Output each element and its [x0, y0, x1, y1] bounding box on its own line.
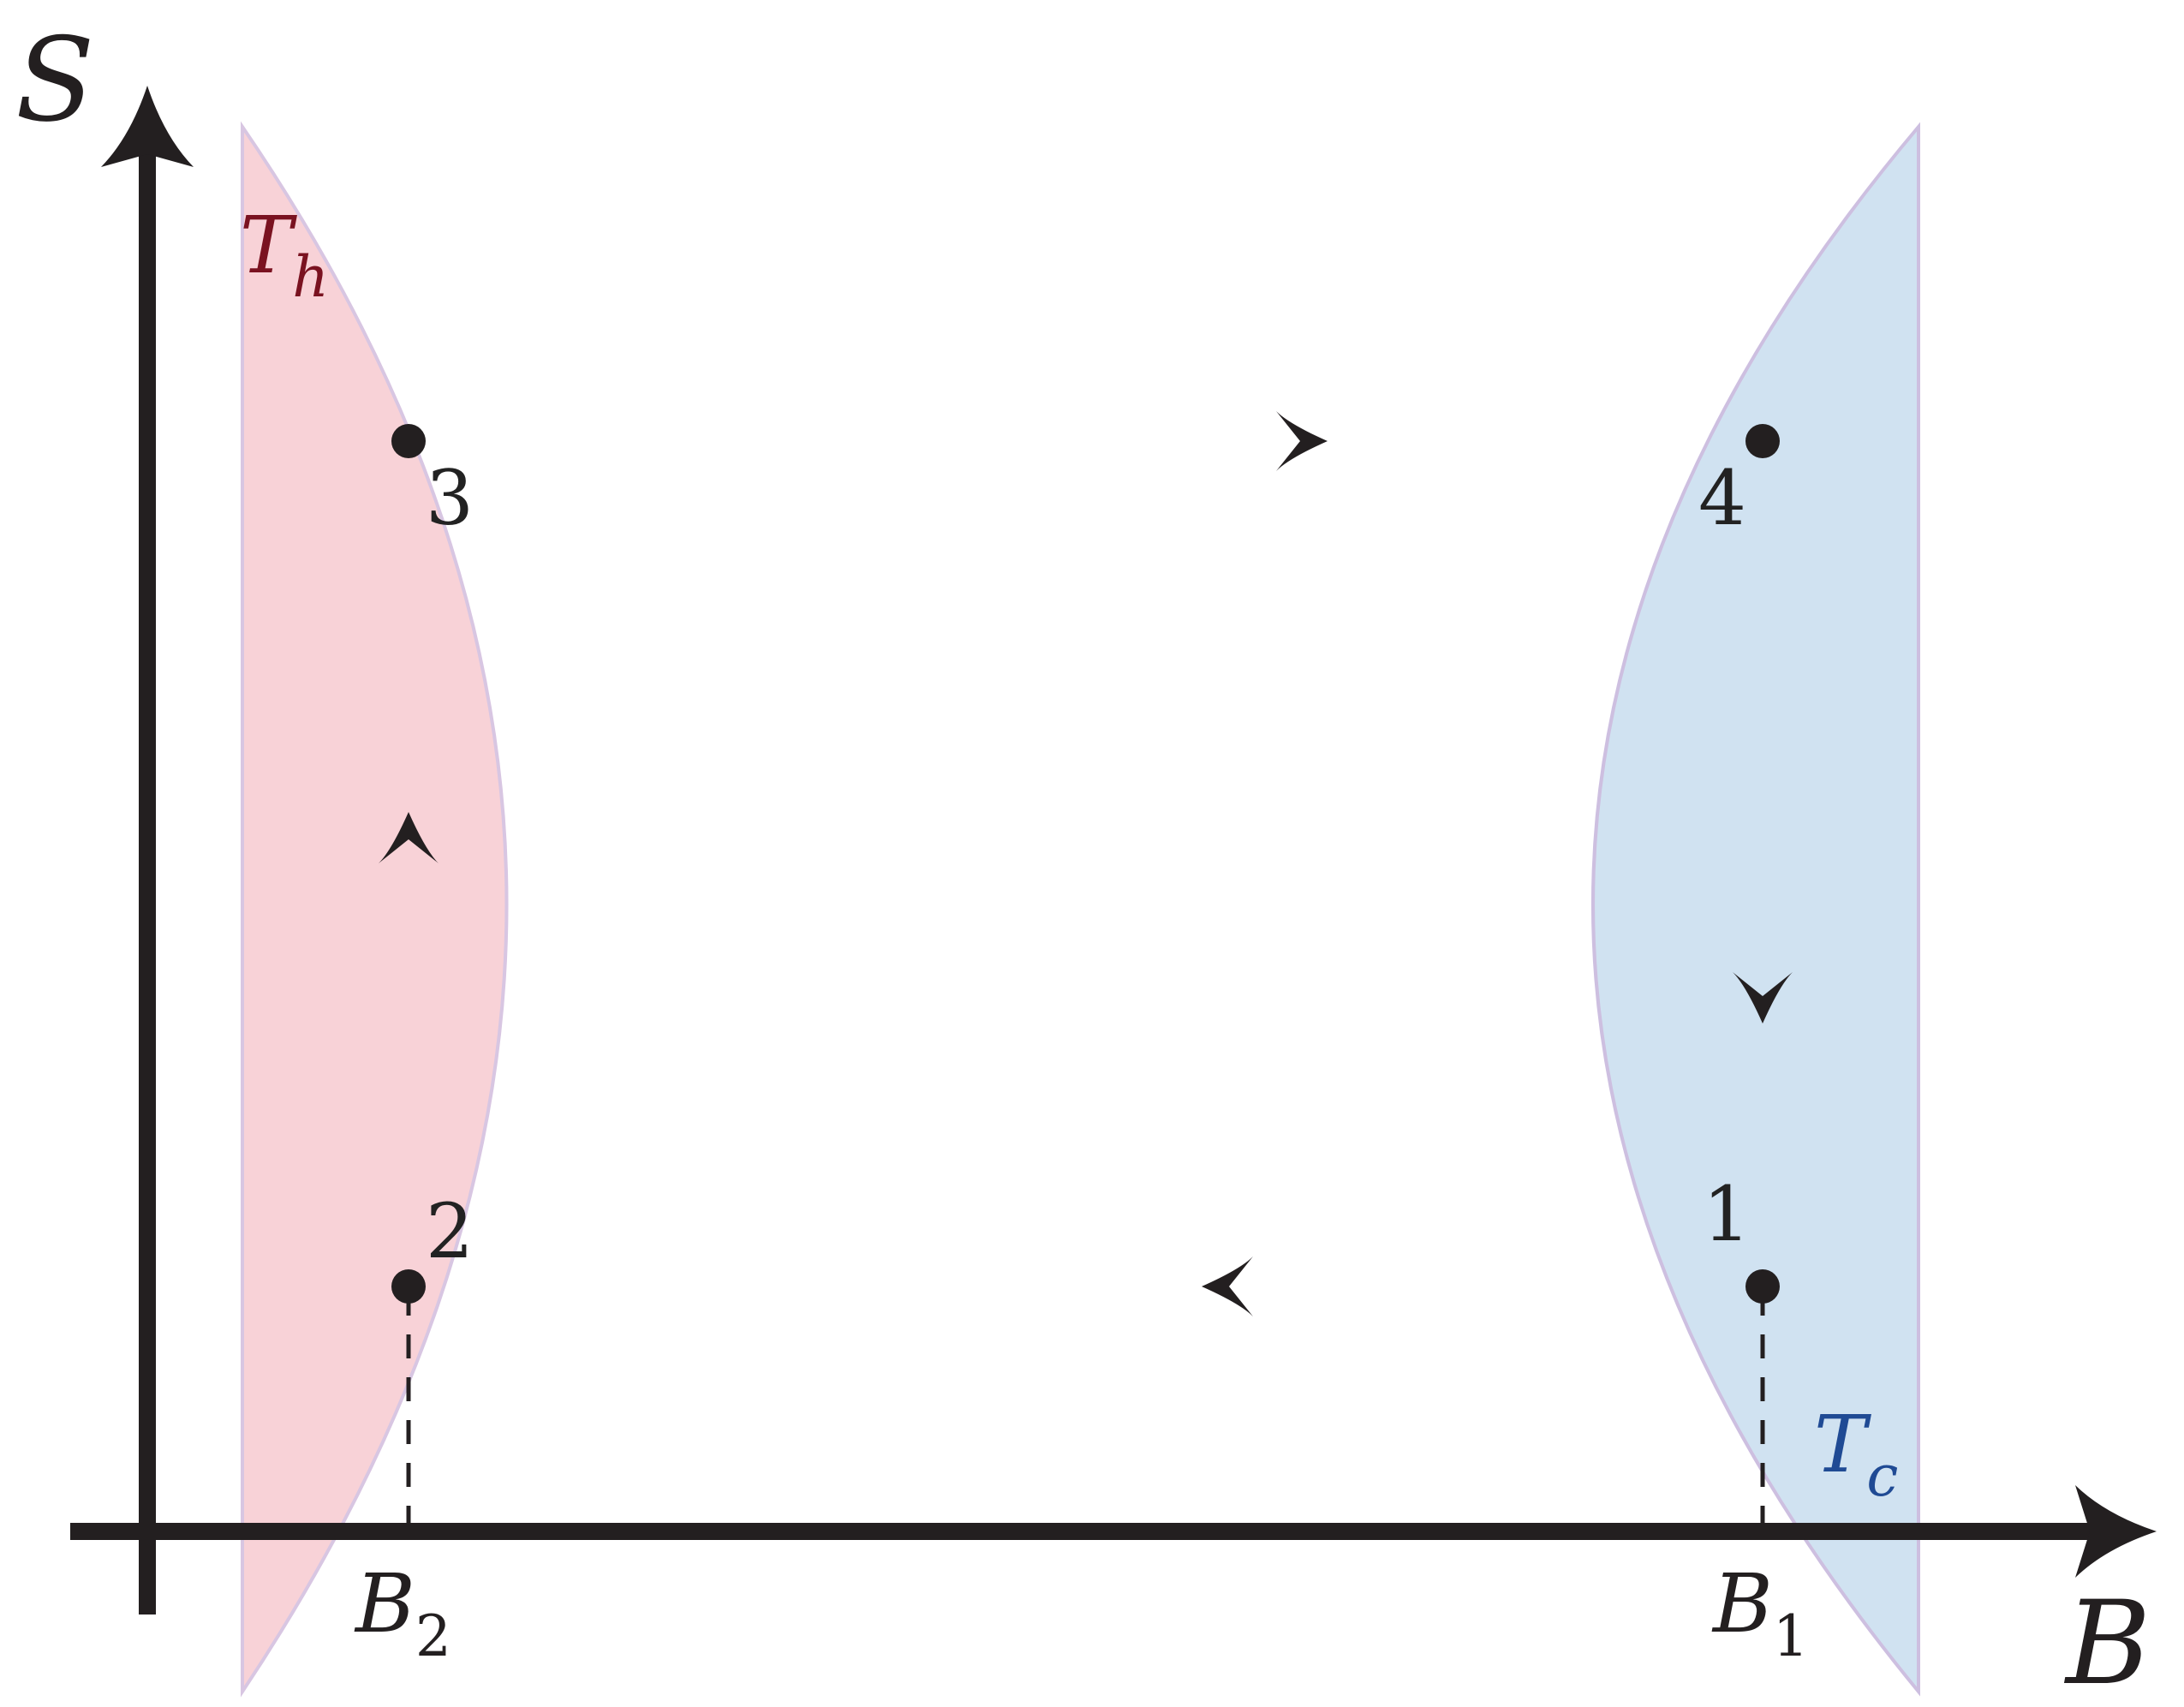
state-point-1 [1745, 1269, 1780, 1304]
cold-reservoir-label: Tc [1814, 1399, 1898, 1509]
cold-reservoir-region [1591, 122, 1920, 1697]
tick-label-b1: B1 [1711, 1557, 1809, 1669]
arrow-down-right [1733, 972, 1793, 1024]
direction-arrows [379, 411, 1793, 1316]
axes [70, 86, 2157, 1614]
arrow-up-left [379, 812, 439, 863]
y-axis-arrowhead [101, 86, 194, 167]
state-label-1: 1 [1703, 1170, 1751, 1258]
hot-reservoir-label: Th [240, 200, 329, 310]
arrow-right-top [1276, 411, 1328, 471]
arrow-left-bottom [1202, 1256, 1253, 1316]
state-label-4: 4 [1698, 454, 1746, 542]
hot-reservoir-region [241, 121, 509, 1698]
state-point-4 [1745, 424, 1780, 458]
state-point-3 [391, 424, 426, 458]
state-points [391, 424, 1780, 1304]
x-axis-arrowhead [2075, 1485, 2157, 1578]
state-label-2: 2 [426, 1187, 474, 1275]
x-axis-label: B [2063, 1576, 2151, 1707]
y-axis-label: S [15, 13, 94, 147]
state-point-2 [391, 1269, 426, 1304]
state-label-3: 3 [426, 454, 474, 542]
tick-label-b2: B2 [354, 1557, 451, 1669]
